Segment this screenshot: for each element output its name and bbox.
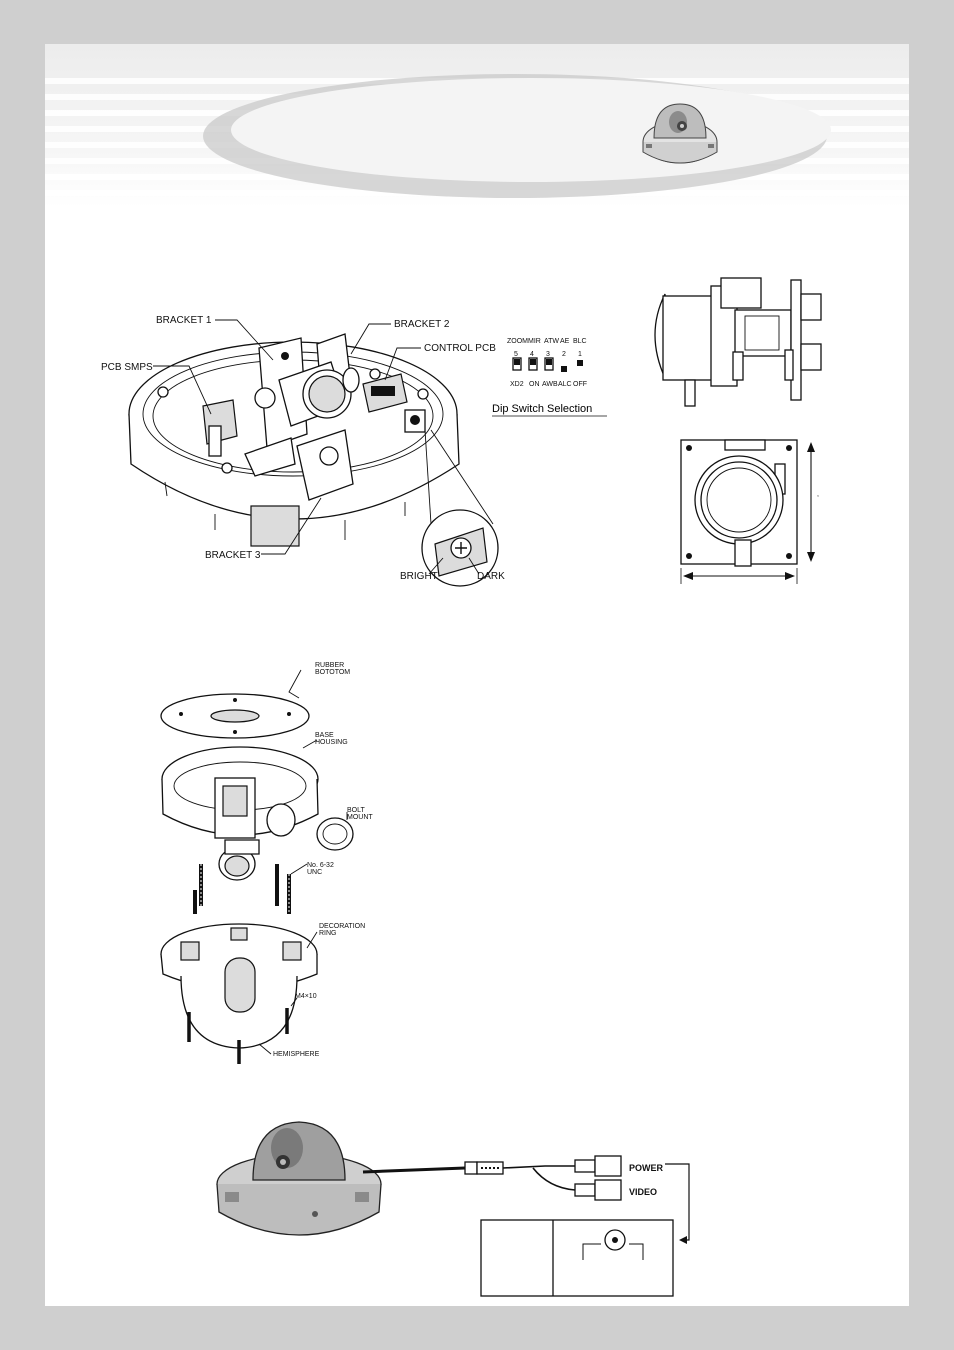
label-bolt-mount-line2: MOUNT — [347, 814, 373, 821]
manual-diagrams: BRACKET 1 BRACKET 2 CONTROL PCB PCB SMPS… — [45, 44, 909, 1306]
label-bolt-mount-line1: BOLT — [347, 807, 365, 814]
dip-bottom-awb: AWB — [542, 381, 558, 388]
camera-module-side-view — [655, 278, 821, 406]
label-screw-unc-line2: UNC — [307, 869, 322, 876]
label-rubber-bottom-line1: RUBBER — [315, 662, 344, 669]
dip-number-3: 3 — [546, 351, 550, 358]
dip-label-mir: MIR — [528, 338, 541, 345]
exploded-assembly-diagram: RUBBER BOTOTOM BASE HOUSING BOLT MOUNT N… — [161, 662, 373, 1064]
label-decoration-ring-line2: RING — [319, 930, 337, 937]
label-power: POWER — [629, 1163, 664, 1173]
dip-label-ae: AE — [560, 338, 570, 345]
dip-number-5: 5 — [514, 351, 518, 358]
base-housing-part — [162, 747, 318, 880]
manual-page: BRACKET 1 BRACKET 2 CONTROL PCB PCB SMPS… — [45, 44, 909, 1306]
label-pcb-smps: PCB SMPS — [101, 362, 153, 373]
label-decoration-ring-line1: DECORATION — [319, 923, 365, 930]
dip-bottom-on: ON — [529, 381, 540, 388]
label-base-housing-line1: BASE — [315, 732, 334, 739]
dip-number-4: 4 — [530, 351, 534, 358]
label-video: VIDEO — [629, 1187, 657, 1197]
dimension-height-mark: , — [817, 491, 819, 498]
bolt-mount-part — [317, 818, 353, 850]
label-bracket-3: BRACKET 3 — [205, 550, 261, 561]
dip-switch-title: Dip Switch Selection — [492, 403, 592, 415]
label-base-housing-line2: HOUSING — [315, 739, 348, 746]
label-screw-m4: M4×10 — [295, 993, 317, 1000]
dip-bottom-xd2: XD2 — [510, 381, 524, 388]
label-control-pcb: CONTROL PCB — [424, 343, 496, 354]
label-bright: BRIGHT — [400, 571, 438, 582]
dip-bottom-off: OFF — [573, 381, 587, 388]
label-screw-unc-line1: No. 6-32 — [307, 862, 334, 869]
label-bracket-2: BRACKET 2 — [394, 319, 450, 330]
label-rubber-bottom-line2: BOTOTOM — [315, 669, 350, 676]
dip-bottom-alc: ALC — [558, 381, 572, 388]
dome-camera-illustration — [217, 1122, 381, 1235]
connection-panel-box — [481, 1220, 673, 1296]
dip-switch-2 — [561, 366, 567, 372]
label-hemisphere: HEMISPHERE — [273, 1051, 320, 1058]
dip-number-1: 1 — [578, 351, 582, 358]
dip-switch-diagram: ZOOM MIR ATW AE BLC 5 4 3 2 1 XD2 ON AWB… — [492, 338, 607, 416]
dip-label-atw: ATW — [544, 338, 559, 345]
label-bracket-1: BRACKET 1 — [156, 315, 212, 326]
dip-number-2: 2 — [562, 351, 566, 358]
dip-switch-1 — [577, 360, 583, 366]
camera-module-front-view: , — [681, 440, 819, 584]
label-dark: DARK — [477, 571, 505, 582]
internal-view-diagram: BRACKET 1 BRACKET 2 CONTROL PCB PCB SMPS… — [101, 315, 505, 586]
connection-diagram: POWER VIDEO — [217, 1122, 689, 1296]
dip-label-blc: BLC — [573, 338, 587, 345]
dip-label-zoom: ZOOM — [507, 338, 528, 345]
